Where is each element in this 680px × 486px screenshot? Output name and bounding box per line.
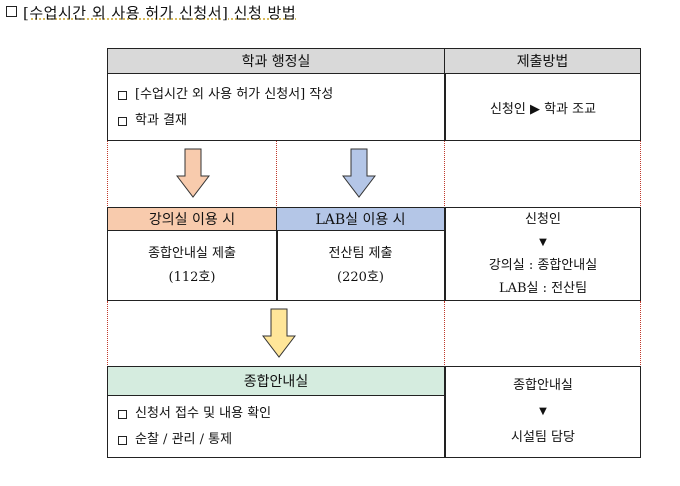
section2-divider-right xyxy=(444,207,446,301)
list-item: [수업시간 외 사용 허가 신청서] 작성 xyxy=(118,82,333,108)
submission-method: 신청인 ▶ 학과 조교 xyxy=(489,101,597,117)
section2-right-cell: 신청인 ▼ 강의실 : 종합안내실 LAB실 : 전산팀 xyxy=(445,208,641,300)
section2-divider-left xyxy=(276,230,278,301)
lab-room-number: (220호) xyxy=(337,269,384,285)
checkbox-icon xyxy=(118,90,127,100)
list-item: 순찰 / 관리 / 통제 xyxy=(118,427,271,453)
dotted-guide xyxy=(444,301,445,367)
section3-header-left: 종합안내실 xyxy=(107,366,445,396)
section1-header-left: 학과 행정실 xyxy=(107,48,445,74)
section3-right-cell: 종합안내실 ▼ 시설팀 담당 xyxy=(445,367,641,457)
dotted-guide xyxy=(444,141,445,208)
list-item-label: 학과 결재 xyxy=(135,113,187,128)
down-arrow-icon xyxy=(342,148,376,198)
lecture-room-number: (112호) xyxy=(168,269,216,285)
lecture-room-cell: 종합안내실 제출 (112호) xyxy=(108,231,276,300)
dotted-guide xyxy=(107,141,108,208)
checkbox-icon xyxy=(118,116,127,126)
section3-divider xyxy=(444,366,446,458)
section1-right-cell: 신청인 ▶ 학과 조교 xyxy=(445,74,641,140)
page-title-text: [수업시간 외 사용 허가 신청서] 신청 방법 xyxy=(23,4,297,22)
section3-items: 신청서 접수 및 내용 확인 순찰 / 관리 / 통제 xyxy=(118,401,271,453)
checkbox-icon xyxy=(118,435,127,445)
lab-room-submit: 전산팀 제출 xyxy=(328,245,393,261)
section1-divider xyxy=(444,73,446,141)
down-arrow-icon xyxy=(176,148,210,198)
checkbox-icon xyxy=(6,6,17,17)
lecture-room-submit: 종합안내실 제출 xyxy=(148,245,236,261)
info-desk-label: 종합안내실 xyxy=(513,378,573,393)
page-title: [수업시간 외 사용 허가 신청서] 신청 방법 xyxy=(6,2,296,23)
down-arrow-icon xyxy=(262,308,296,358)
facility-team-label: 시설팀 담당 xyxy=(511,430,575,445)
down-triangle-icon: ▼ xyxy=(539,406,547,417)
applicant-label: 신청인 xyxy=(525,212,561,227)
lab-room-cell: 전산팀 제출 (220호) xyxy=(277,231,444,300)
down-triangle-icon: ▼ xyxy=(539,237,547,248)
dotted-guide xyxy=(640,301,641,367)
lab-room-header: LAB실 이용 시 xyxy=(276,207,445,231)
lecture-room-route: 강의실 : 종합안내실 xyxy=(488,258,598,273)
list-item: 신청서 접수 및 내용 확인 xyxy=(118,401,271,427)
lab-room-route: LAB실 : 전산팀 xyxy=(498,281,588,296)
dotted-guide xyxy=(107,301,108,367)
list-item: 학과 결재 xyxy=(118,108,333,134)
section1-header-right: 제출방법 xyxy=(444,48,641,74)
checkbox-icon xyxy=(118,409,127,419)
list-item-label: 순찰 / 관리 / 통제 xyxy=(135,432,233,447)
dotted-guide xyxy=(640,141,641,208)
dotted-guide xyxy=(276,141,277,208)
lecture-room-header: 강의실 이용 시 xyxy=(107,207,277,231)
list-item-label: 신청서 접수 및 내용 확인 xyxy=(135,406,272,421)
section1-items: [수업시간 외 사용 허가 신청서] 작성 학과 결재 xyxy=(118,82,333,134)
list-item-label: [수업시간 외 사용 허가 신청서] 작성 xyxy=(135,87,334,102)
